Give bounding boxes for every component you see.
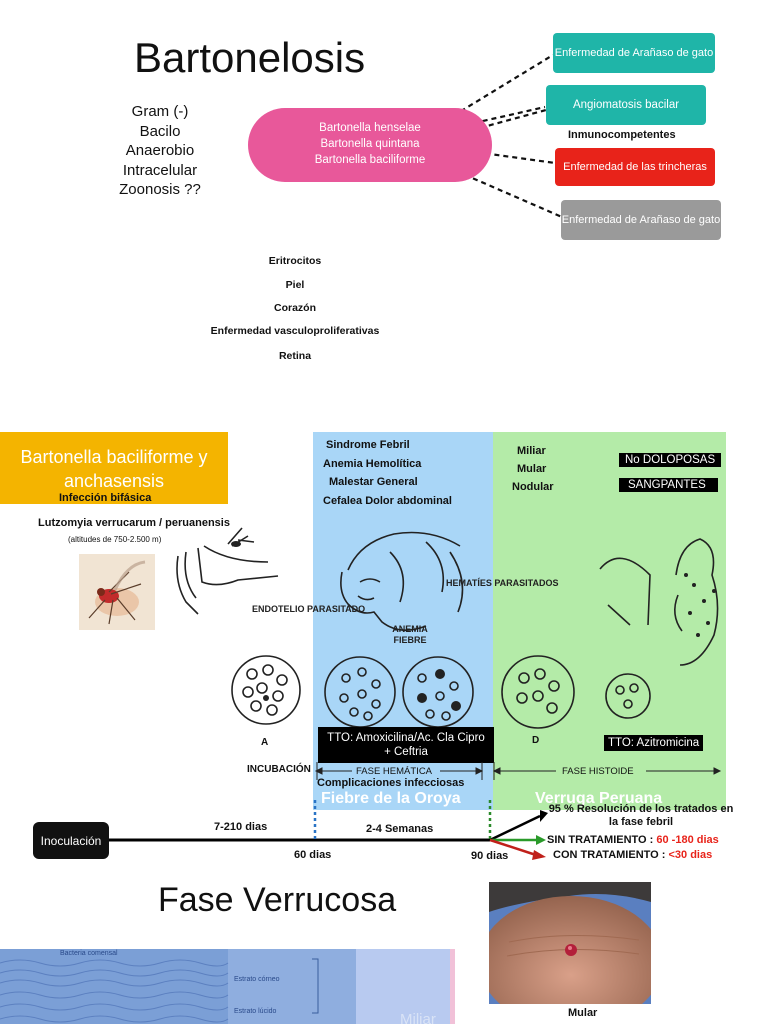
section-title-fase-verrucosa: Fase Verrucosa — [158, 881, 397, 919]
sin-tratamiento-label: SIN TRATAMIENTO : — [547, 834, 654, 846]
sin-tratamiento-value: 60 -180 dias — [656, 834, 719, 846]
incubacion-label: INCUBACIÓN — [247, 764, 311, 775]
sindrome-item: Anemia Hemolítica — [323, 457, 422, 470]
sindrome-item: Cefalea Dolor abdominal — [323, 494, 452, 507]
property-item: Zoonosis ?? — [119, 181, 201, 198]
inmunocompetentes-label: Inmunocompetentes — [568, 129, 676, 141]
species-baciliforme: Bartonella baciliforme — [314, 154, 426, 166]
species-pill: Bartonella henselae Bartonella quintana … — [248, 108, 492, 182]
cell-endotelio-sketch — [231, 655, 301, 725]
disease-box-arañaso-gray: Enfermedad de Arañaso de gato — [561, 200, 721, 240]
property-item: Bacilo — [139, 122, 181, 140]
lesiones-list: Miliar Mular Nodular — [512, 442, 554, 496]
properties-list: Gram (-) Bacilo Anaerobio Intracelular Z… — [100, 102, 220, 200]
disease-box-arañaso: Enfermedad de Arañaso de gato — [553, 33, 715, 73]
altitude-label: (altitudes de 750-2.500 m) — [68, 535, 162, 544]
dias-90: 90 dias — [471, 850, 509, 862]
lesion-item: Nodular — [512, 481, 554, 493]
timeline-graphic — [108, 800, 548, 860]
anemia-fiebre-label: ANEMIA FIEBRE — [392, 624, 428, 645]
con-tratamiento: CON TRATAMIENTO : <30 dias — [553, 849, 712, 861]
endotelio-label: ENDOTELIO PARASITADO — [252, 604, 366, 614]
layer-label-bacteria: Bacteria comensal — [60, 950, 118, 957]
sindromes-list: Sindrome Febril Anemia Hemolítica Malest… — [323, 436, 452, 510]
sin-tratamiento: SIN TRATAMIENTO : 60 -180 dias — [547, 834, 719, 846]
organ-piel: Piel — [285, 279, 305, 291]
species-henselae: Bartonella henselae — [319, 122, 421, 134]
property-item: Anaerobio — [125, 142, 195, 159]
fase-histoide-label: FASE HISTOIDE — [562, 766, 634, 777]
con-tratamiento-value: <30 dias — [668, 849, 713, 861]
lesion-item: Mular — [517, 463, 547, 475]
hematies-label: HEMATÍES PARASITADOS — [446, 578, 559, 588]
verruga-face-sketch — [599, 538, 719, 666]
layer-label-corneo: Estrato córneo — [234, 976, 280, 983]
species-title: Bartonella baciliforme y anchasensis — [20, 447, 208, 491]
mosquito-photo — [79, 554, 155, 630]
organ-retina: Retina — [278, 350, 312, 362]
sindrome-item: Sindrome Febril — [326, 439, 410, 451]
mular-caption: Mular — [568, 1007, 598, 1019]
disease-box-angiomatosis: Angiomatosis bacilar — [546, 85, 706, 125]
organ-eritrocitos: Eritrocitos — [268, 255, 322, 267]
disease-box-trincheras: Enfermedad de las trincheras — [555, 148, 715, 186]
species-title-box: Bartonella baciliforme y anchasensis — [0, 432, 228, 504]
verruga-peruana-label: Verruga Peruana — [535, 790, 663, 807]
infeccion-bifasica: Infección bifásica — [59, 492, 152, 504]
resolucion-label: 95 % Resolución de los tratados en la fa… — [548, 803, 734, 828]
semanas-label: 2-4 Semanas — [366, 823, 434, 835]
blood-cells-sketch — [324, 656, 474, 728]
property-item: Intracelular — [122, 161, 198, 179]
phase-arrows — [314, 762, 722, 780]
tto-azitromicina: TTO: Azitromicina — [604, 735, 704, 751]
dias-60: 60 dias — [294, 849, 332, 861]
label-a: A — [261, 737, 269, 748]
tag-no-dolorosas: No DOLOPOSAS — [619, 453, 722, 467]
tag-sangrantes: SANGPANTES — [619, 478, 718, 492]
label-d: D — [532, 735, 540, 746]
layer-label-lucido: Estrato lúcido — [234, 1008, 277, 1015]
lesion-item: Miliar — [517, 445, 546, 457]
vector-label: Lutzomyia verrucarum / peruanensis — [38, 517, 230, 529]
hand-mosquito-sketch — [176, 527, 279, 615]
species-quintana: Bartonella quintana — [320, 138, 420, 150]
inoculacion-box: Inoculación — [33, 822, 109, 859]
mular-lesion-photo — [489, 882, 651, 1004]
organ-vasculo: Enfermedad vasculoproliferativas — [210, 325, 380, 337]
sindrome-item: Malestar General — [329, 476, 418, 488]
dias-incubacion: 7-210 dias — [214, 821, 268, 833]
sick-face-sketch — [340, 531, 464, 631]
complicaciones-label: Complicaciones infecciosas — [317, 777, 465, 789]
tto-amoxicilina: TTO: Amoxicilina/Ac. Cla Cipro + Ceftria — [318, 727, 494, 763]
miliar-overlay-label: Miliar — [400, 1011, 436, 1024]
skin-layers-image: Bacteria comensal Estrato córneo Estrato… — [0, 949, 455, 1024]
histoid-cells-sketch — [501, 655, 651, 729]
page-title: Bartonelosis — [134, 34, 366, 81]
con-tratamiento-label: CON TRATAMIENTO : — [553, 849, 666, 861]
fiebre-oroya-label: Fiebre de la Oroya — [321, 790, 461, 807]
property-item: Gram (-) — [131, 103, 189, 120]
organ-corazon: Corazón — [274, 302, 316, 314]
skin-layers-drawing — [0, 949, 455, 1024]
fase-hematica-label: FASE HEMÁTICA — [356, 766, 433, 777]
